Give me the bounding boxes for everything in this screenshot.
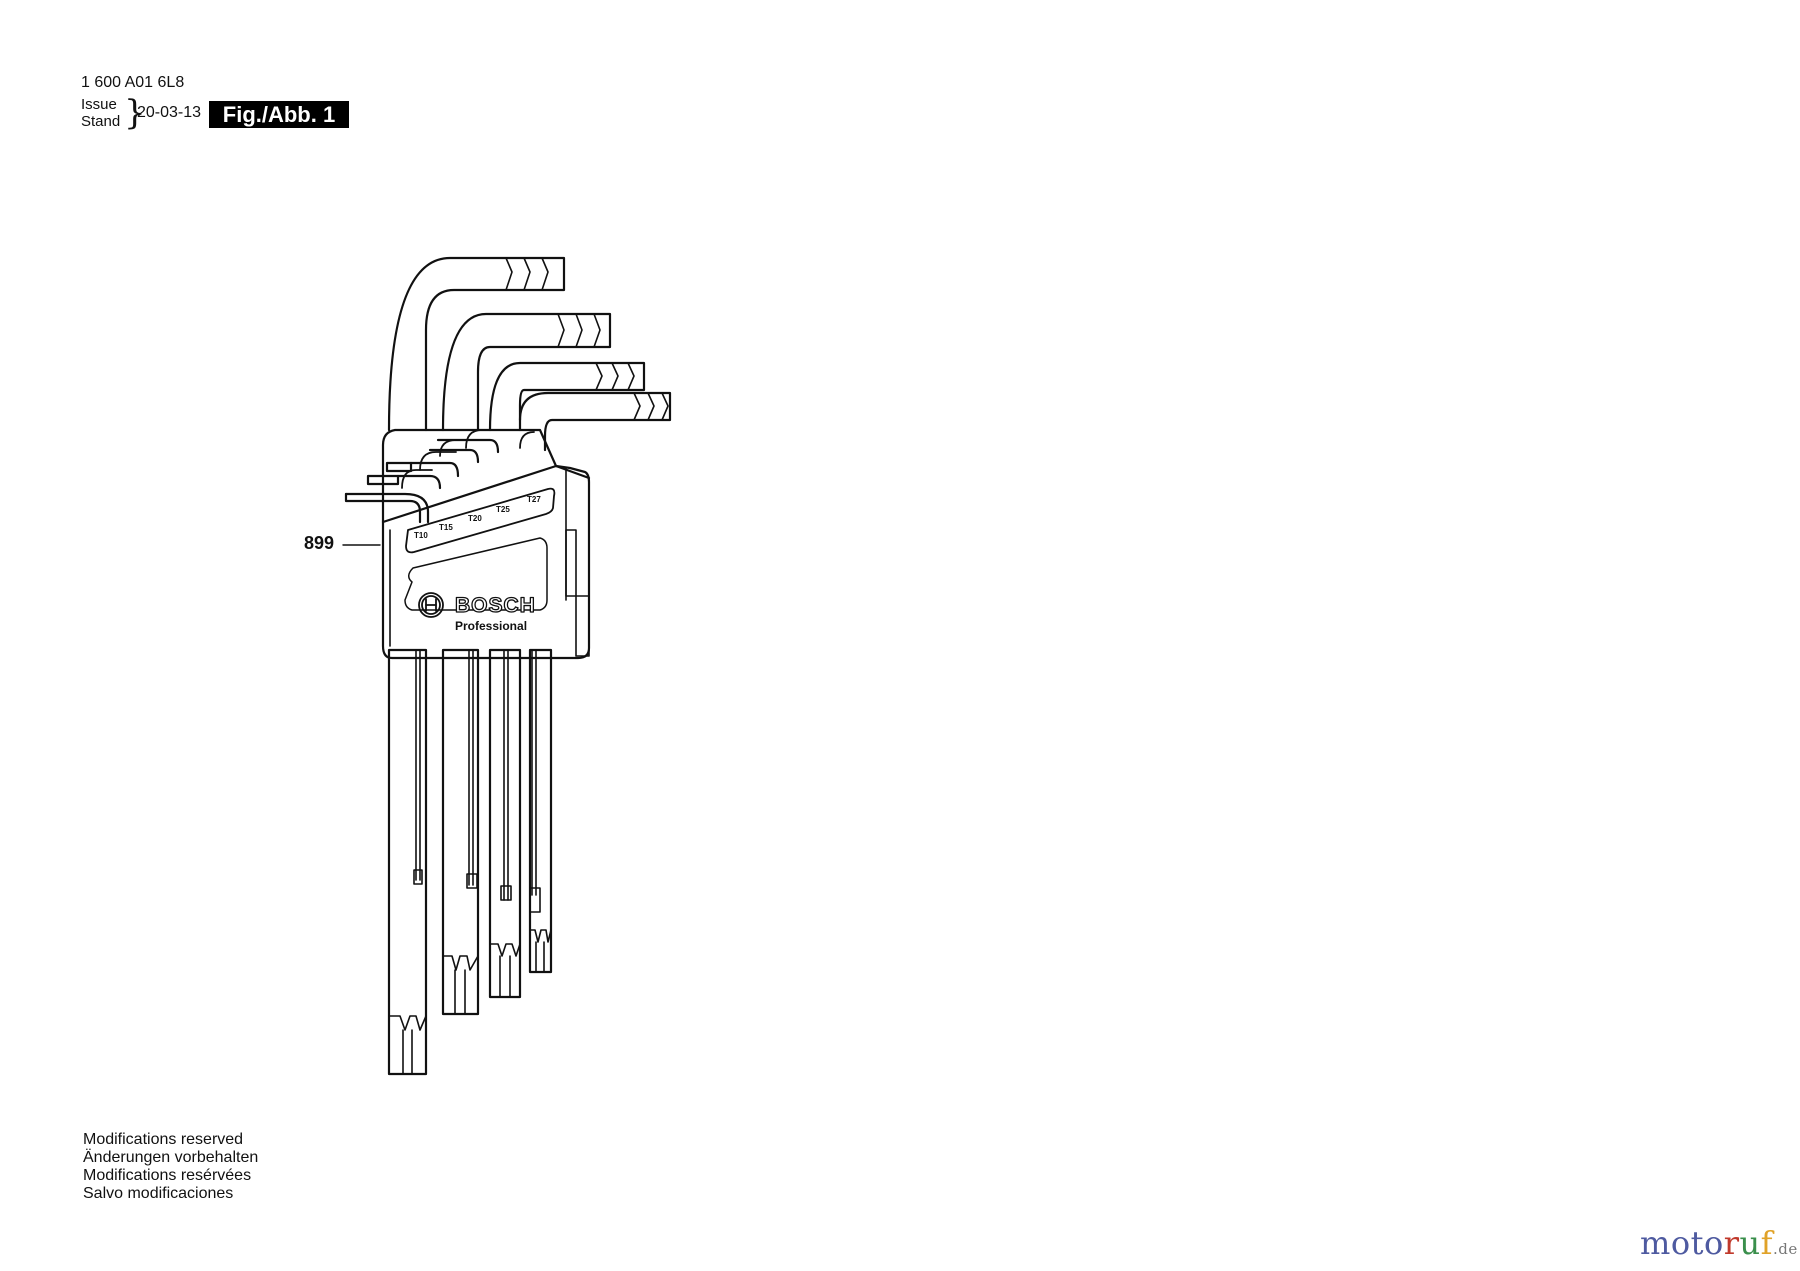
key-t15-long-arm [528, 648, 553, 974]
modification-notes: Modifications reserved Änderungen vorbeh… [83, 1131, 258, 1203]
bosch-logo-icon [418, 592, 444, 618]
key-t25-long-arm [441, 648, 480, 1016]
key-t27-long-arm [387, 648, 428, 1076]
key-t20-short-arm [488, 361, 646, 432]
size-label-t27: T27 [527, 495, 541, 504]
size-label-t20: T20 [468, 514, 482, 523]
watermark: motoruf.de [1640, 1224, 1798, 1262]
key-short-arms [387, 256, 672, 452]
brace-glyph: } [124, 93, 146, 133]
size-label-t25: T25 [496, 505, 510, 514]
short-arm-torx-tips [505, 257, 669, 421]
inner-key-bends [401, 429, 535, 489]
stand-label: Stand [81, 113, 121, 130]
watermark-tld: .de [1772, 1240, 1798, 1258]
key-t20-long-arm [488, 648, 522, 999]
key-torx-tips [388, 929, 552, 1075]
size-label-t10: T10 [414, 531, 428, 540]
key-long-arms [387, 648, 553, 1076]
watermark-text-r: r [1723, 1224, 1740, 1262]
size-label-t15: T15 [439, 523, 453, 532]
note-en: Modifications reserved [83, 1131, 244, 1148]
key-t25-short-arm [441, 312, 612, 432]
key-arm-grooves [415, 649, 537, 901]
issue-date: 20-03-13 [137, 104, 202, 121]
watermark-text-u: u [1739, 1224, 1761, 1262]
watermark-text-main: moto [1640, 1224, 1724, 1262]
holder-outline [381, 428, 591, 660]
issue-block: Issue Stand } 20-03-13 Fig./Abb. 1 [81, 96, 411, 136]
holder [381, 428, 591, 660]
watermark-text-f: f [1760, 1224, 1773, 1262]
key-t27-short-arm [387, 256, 566, 432]
size-labels: T10 T15 T20 T25 T27 [414, 495, 541, 540]
callout-number: 899 [304, 533, 335, 553]
key-t10-long-arm [531, 650, 551, 972]
small-key-stubs [344, 438, 500, 524]
note-es: Salvo modificaciones [83, 1185, 234, 1202]
label-plate [405, 487, 556, 554]
key-t15-short-arm [518, 391, 672, 452]
part-number: 1 600 A01 6L8 [81, 74, 185, 91]
holder-clip [565, 529, 577, 597]
product-line: Professional [455, 619, 527, 633]
note-fr: Modifications resérvées [83, 1167, 252, 1184]
brand-name: BOSCH [455, 594, 536, 617]
issue-label: Issue [81, 96, 117, 113]
holder-top-face [381, 464, 591, 524]
logo-plate [404, 537, 548, 611]
note-de: Änderungen vorbehalten [83, 1149, 259, 1166]
key-ball-ends [413, 869, 541, 913]
figure-label: Fig./Abb. 1 [209, 101, 349, 128]
